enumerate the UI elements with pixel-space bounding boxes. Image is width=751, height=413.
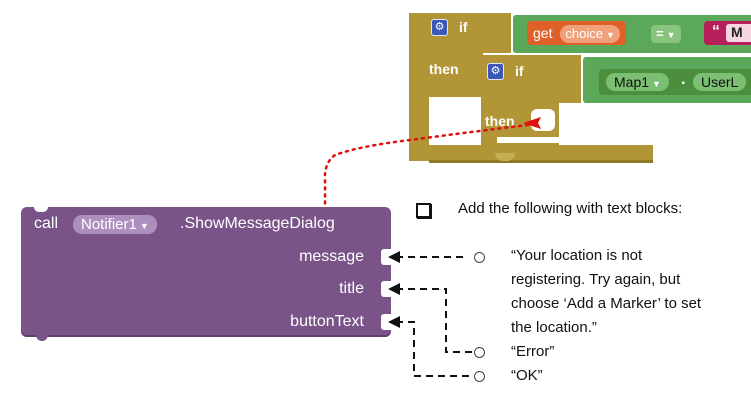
if-label-outer: if xyxy=(459,19,468,35)
equals-dropdown[interactable]: =▼ xyxy=(651,25,681,43)
circle-bullet-icon xyxy=(474,252,485,263)
control-blocks-screenshot: ⚙ if then get choice▼ =▼ “ M ⚙ if then M… xyxy=(409,13,751,175)
gear-icon[interactable]: ⚙ xyxy=(487,63,504,80)
equals-operator: = xyxy=(656,26,664,41)
circle-bullet-icon xyxy=(474,371,485,382)
dot-label: . xyxy=(681,71,686,88)
item-message-line-1: “Your location is not xyxy=(511,247,643,264)
param-title-label: title xyxy=(339,280,364,297)
inner-bottom-notch xyxy=(495,153,515,161)
title-socket[interactable] xyxy=(381,281,391,297)
get-variable-block[interactable]: get choice▼ xyxy=(527,21,626,45)
item-message-line-2: registering. Try again, but xyxy=(511,271,681,288)
component-name: Map1 xyxy=(614,74,650,90)
get-label: get xyxy=(533,25,553,41)
gear-icon[interactable]: ⚙ xyxy=(431,19,448,36)
block-bottom-nub xyxy=(36,335,48,341)
dropdown-arrow-icon: ▼ xyxy=(139,221,149,231)
red-pointer-arrow-icon xyxy=(523,117,541,129)
text-value: M xyxy=(731,24,743,40)
property-name: UserL xyxy=(701,74,739,90)
method-label: .ShowMessageDialog xyxy=(180,215,335,232)
text-quote: “ xyxy=(712,23,720,40)
buttontext-socket[interactable] xyxy=(381,314,391,330)
variable-name: choice xyxy=(565,26,603,41)
notifier-component-dropdown[interactable]: Notifier1▼ xyxy=(73,215,157,234)
param-message-label: message xyxy=(299,248,364,265)
notifier-component-name: Notifier1 xyxy=(81,216,137,233)
param-buttontext-label: buttonText xyxy=(290,313,364,330)
circle-bullet-icon xyxy=(474,347,485,358)
text-block[interactable]: “ M xyxy=(704,21,751,45)
block-top-notch xyxy=(34,207,48,212)
component-dropdown[interactable]: Map1▼ xyxy=(606,73,669,91)
variable-dropdown[interactable]: choice▼ xyxy=(560,25,620,43)
block-shadow xyxy=(429,160,653,163)
message-socket[interactable] xyxy=(381,249,391,265)
instructions-heading: Add the following with text blocks: xyxy=(458,200,683,217)
dropdown-arrow-icon: ▼ xyxy=(666,30,676,40)
property-dropdown[interactable]: UserL xyxy=(693,73,747,91)
then-label-outer: then xyxy=(429,61,459,77)
then-label-inner: then xyxy=(485,113,515,129)
item-message-line-3: choose ‘Add a Marker’ to set xyxy=(511,295,702,312)
item-message-line-4: the location.” xyxy=(511,319,597,336)
text-value-bg xyxy=(726,24,751,42)
item-title: “Error” xyxy=(511,343,555,360)
dropdown-arrow-icon: ▼ xyxy=(605,30,615,40)
checkbox-icon[interactable] xyxy=(416,203,431,218)
dropdown-arrow-icon: ▼ xyxy=(652,79,661,89)
then-block-outer[interactable] xyxy=(409,53,483,97)
if-label-inner: if xyxy=(515,63,524,79)
item-button-text: “OK” xyxy=(511,367,543,384)
call-label: call xyxy=(34,215,59,232)
